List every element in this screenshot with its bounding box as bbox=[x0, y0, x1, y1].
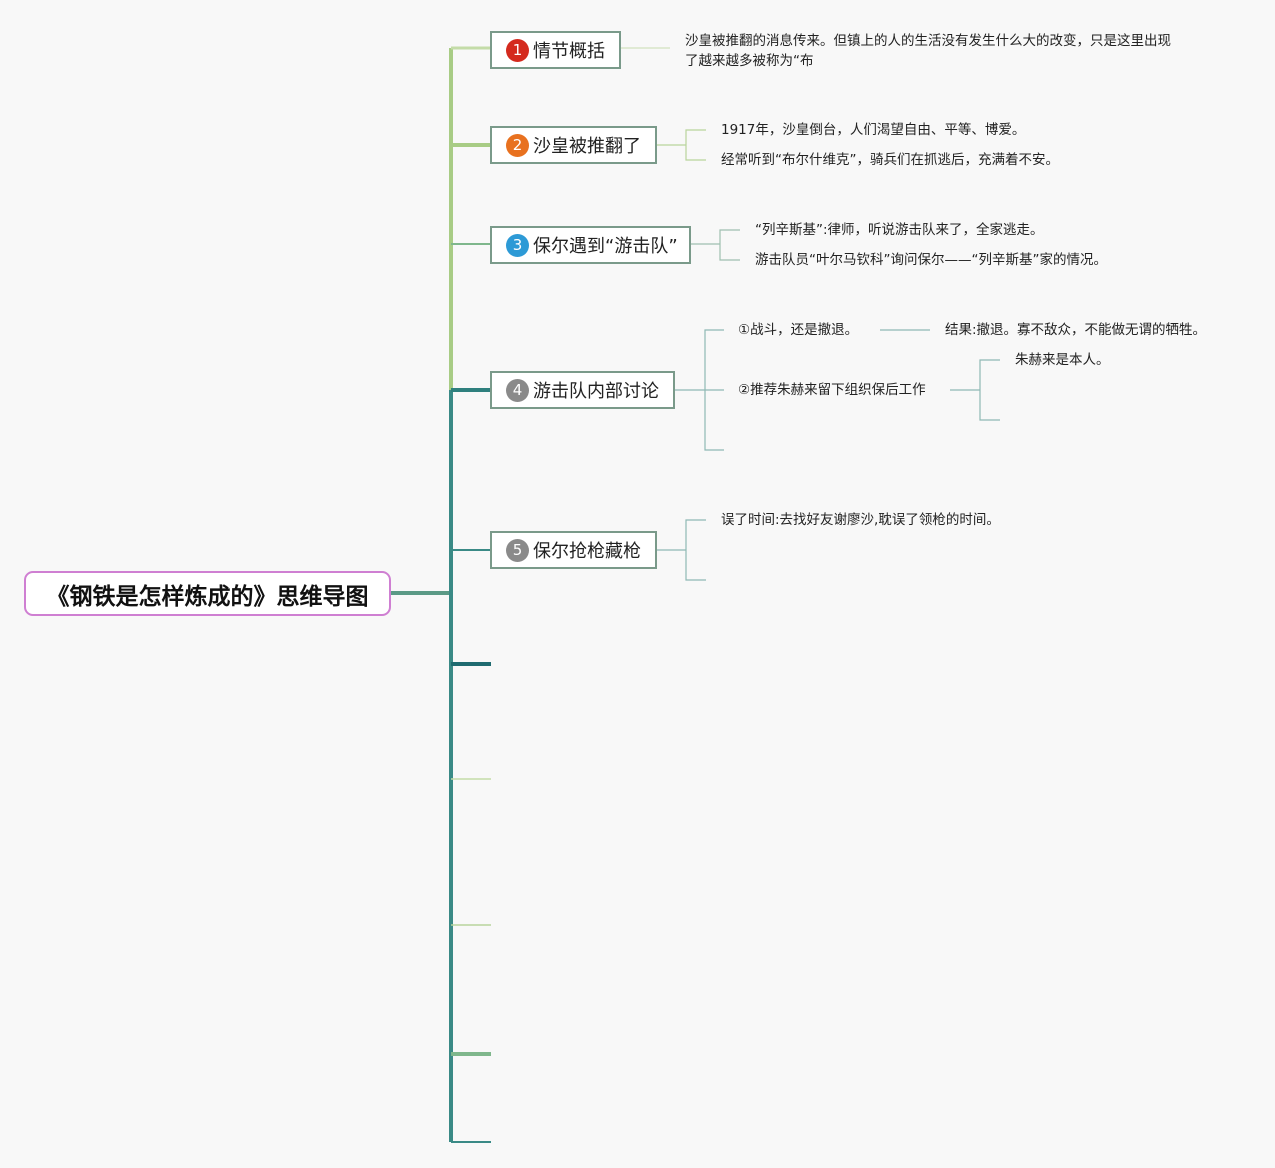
number-badge-icon: 4 bbox=[506, 378, 529, 402]
leaf-text: ②推荐朱赫来留下组织保后工作 bbox=[738, 382, 926, 398]
topic-node-3[interactable]: 3 保尔遇到“游击队” bbox=[490, 226, 691, 264]
subleaf-bracket bbox=[979, 359, 1000, 421]
topic-node-4[interactable]: 4 游击队内部讨论 bbox=[490, 371, 675, 409]
number-badge-icon: 5 bbox=[506, 538, 529, 562]
root-node[interactable]: 《钢铁是怎样炼成的》思维导图 bbox=[24, 571, 391, 616]
leaf-text: “列辛斯基”:律师，听说游击队来了，全家逃走。 bbox=[755, 222, 1044, 238]
leaf-bracket bbox=[685, 519, 706, 581]
number-badge-icon: 3 bbox=[506, 233, 529, 257]
leaf-text: 沙皇被推翻的消息传来。但镇上的人的生活没有发生什么大的改变，只是这里出现了越来越… bbox=[685, 33, 1171, 69]
leaf-text: 1917年，沙皇倒台，人们渴望自由、平等、博爱。 bbox=[721, 122, 1026, 138]
root-title: 《钢铁是怎样炼成的》思维导图 bbox=[46, 583, 369, 610]
leaf-bracket bbox=[685, 129, 706, 161]
topic-label: 保尔抢枪藏枪 bbox=[533, 541, 641, 562]
number-badge-icon: 2 bbox=[506, 133, 529, 157]
leaf-bracket bbox=[719, 229, 740, 261]
leaf-text: 经常听到“布尔什维克”，骑兵们在抓逃后，充满着不安。 bbox=[721, 152, 1059, 168]
topic-label: 情节概括 bbox=[533, 41, 605, 62]
topic-label: 沙皇被推翻了 bbox=[533, 136, 641, 157]
topic-label: 游击队内部讨论 bbox=[533, 381, 659, 402]
topic-node-5[interactable]: 5 保尔抢枪藏枪 bbox=[490, 531, 657, 569]
number-badge-icon: 1 bbox=[506, 38, 529, 62]
topic-node-2[interactable]: 2 沙皇被推翻了 bbox=[490, 126, 657, 164]
leaf-text: 误了时间:去找好友谢廖沙,耽误了领枪的时间。 bbox=[721, 512, 1000, 528]
subleaf-text: 结果:撤退。寡不敌众，不能做无谓的牺牲。 bbox=[945, 322, 1207, 338]
subleaf-text: 朱赫来是本人。 bbox=[1015, 352, 1110, 368]
topic-label: 保尔遇到“游击队” bbox=[533, 236, 678, 257]
leaf-text: 游击队员“叶尔马钦科”询问保尔——“列辛斯基”家的情况。 bbox=[755, 252, 1107, 268]
leaf-text: ①战斗，还是撤退。 bbox=[738, 322, 859, 338]
topic-node-1[interactable]: 1 情节概括 bbox=[490, 31, 621, 69]
leaf-bracket bbox=[704, 329, 724, 451]
